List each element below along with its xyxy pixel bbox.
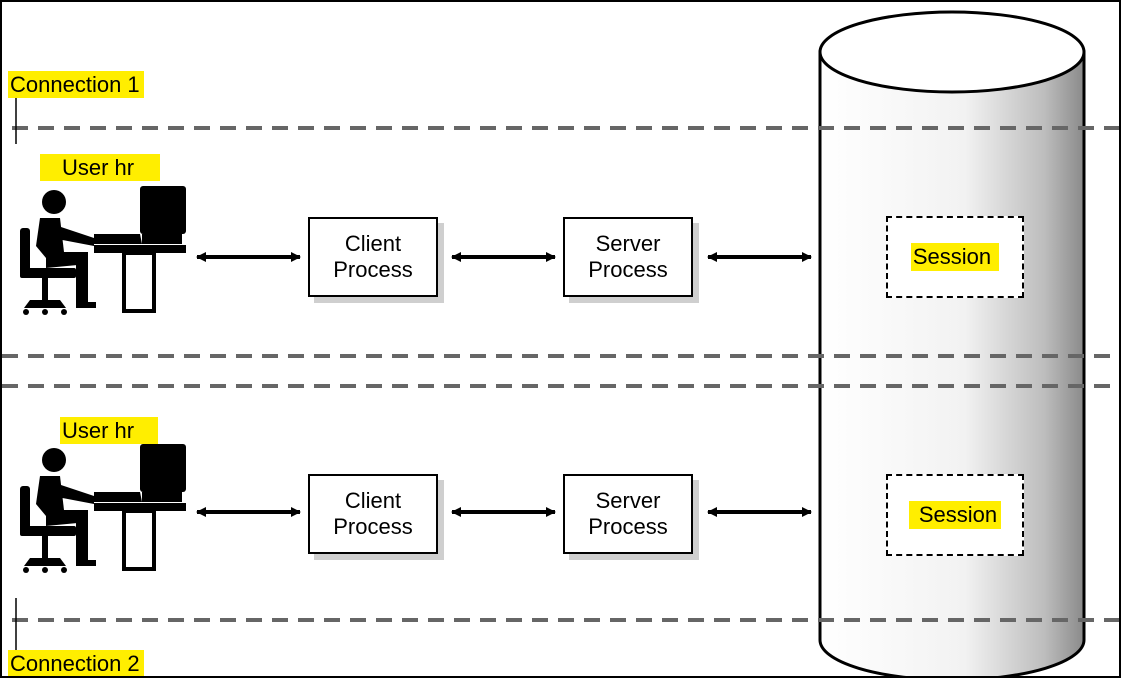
- session-box-2: Session: [886, 474, 1024, 556]
- user-at-computer-icon: [18, 442, 188, 575]
- connection-1-label: Connection 1: [8, 71, 144, 98]
- session-box-1: Session: [886, 216, 1024, 298]
- database-cylinder-icon: [818, 10, 1086, 676]
- user-1-label: User hr: [40, 154, 161, 181]
- connection-boundary-lines: [2, 126, 1119, 622]
- user-2-label: User hr: [60, 417, 159, 444]
- user-at-computer-icon: [18, 184, 188, 317]
- connection-2-label: Connection 2: [8, 650, 144, 676]
